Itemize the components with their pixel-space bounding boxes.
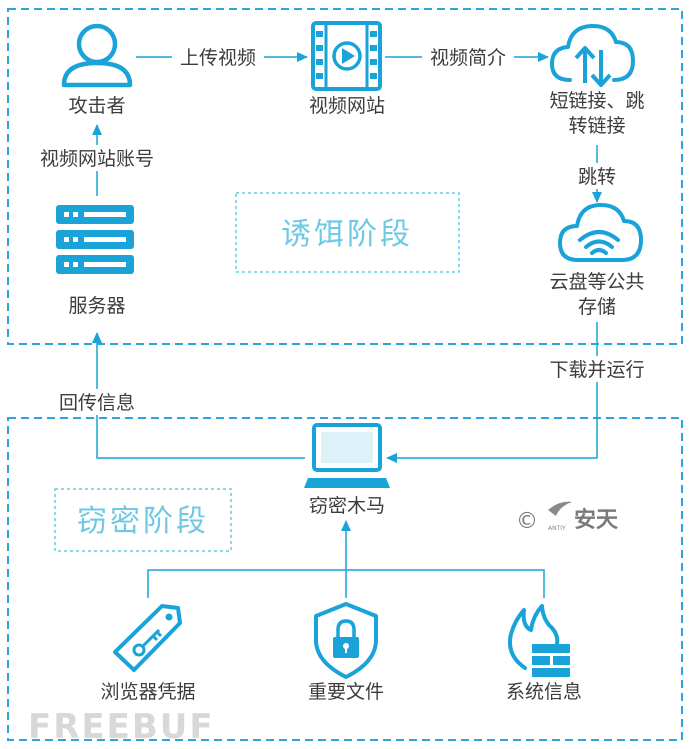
- node-label-trojan: 窃密木马: [309, 495, 385, 517]
- computer-icon: [304, 423, 390, 488]
- key-tag-icon: [113, 604, 182, 672]
- bait-stage-region: [7, 8, 683, 345]
- node-label-system-info: 系统信息: [506, 681, 582, 703]
- node-label-short-link-2: 转链接: [568, 115, 625, 137]
- server-icon: [56, 205, 134, 274]
- antiy-brand: 安天: [574, 507, 619, 533]
- steal-stage-box: [54, 488, 232, 552]
- antiy-brand-small: ANTIY: [548, 525, 566, 532]
- shield-lock-icon: [314, 602, 378, 679]
- steal-stage-region: [7, 417, 683, 741]
- video-film-icon: [311, 21, 382, 91]
- node-label-attacker: 攻击者: [68, 95, 125, 117]
- firewall-icon: [508, 604, 570, 677]
- node-label-short-link: 短链接、跳: [549, 90, 644, 112]
- steal-stage-label: 窃密阶段: [77, 504, 209, 539]
- node-label-server: 服务器: [68, 295, 125, 317]
- bait-stage-box: [235, 192, 460, 273]
- node-label-video-site: 视频网站: [309, 95, 385, 117]
- arrow-send-back: [92, 332, 305, 459]
- freebuf-watermark: FREEBUF: [28, 707, 215, 747]
- edge-label-site-account: 视频网站账号: [40, 148, 154, 170]
- arrow-download-run: [386, 322, 598, 463]
- edge-label-video-intro: 视频简介: [430, 47, 506, 69]
- bait-stage-label: 诱饵阶段: [281, 217, 413, 252]
- edge-label-download-run: 下载并运行: [549, 359, 644, 381]
- node-label-cloud-storage: 云盘等公共: [549, 271, 644, 293]
- antiy-watermark: © ANTIY 安天: [516, 501, 619, 534]
- node-label-browser-creds: 浏览器凭据: [100, 681, 195, 703]
- edge-label-upload-video: 上传视频: [180, 47, 256, 69]
- edge-label-redirect: 跳转: [578, 166, 616, 188]
- person-icon: [61, 23, 133, 88]
- cloud-storage-icon: [558, 202, 643, 262]
- copyright-symbol: ©: [516, 509, 538, 534]
- edge-label-send-back: 回传信息: [59, 392, 135, 414]
- node-label-cloud-storage-2: 存储: [578, 296, 616, 318]
- node-label-important-files: 重要文件: [308, 681, 384, 703]
- cloud-transfer-icon: [550, 23, 635, 87]
